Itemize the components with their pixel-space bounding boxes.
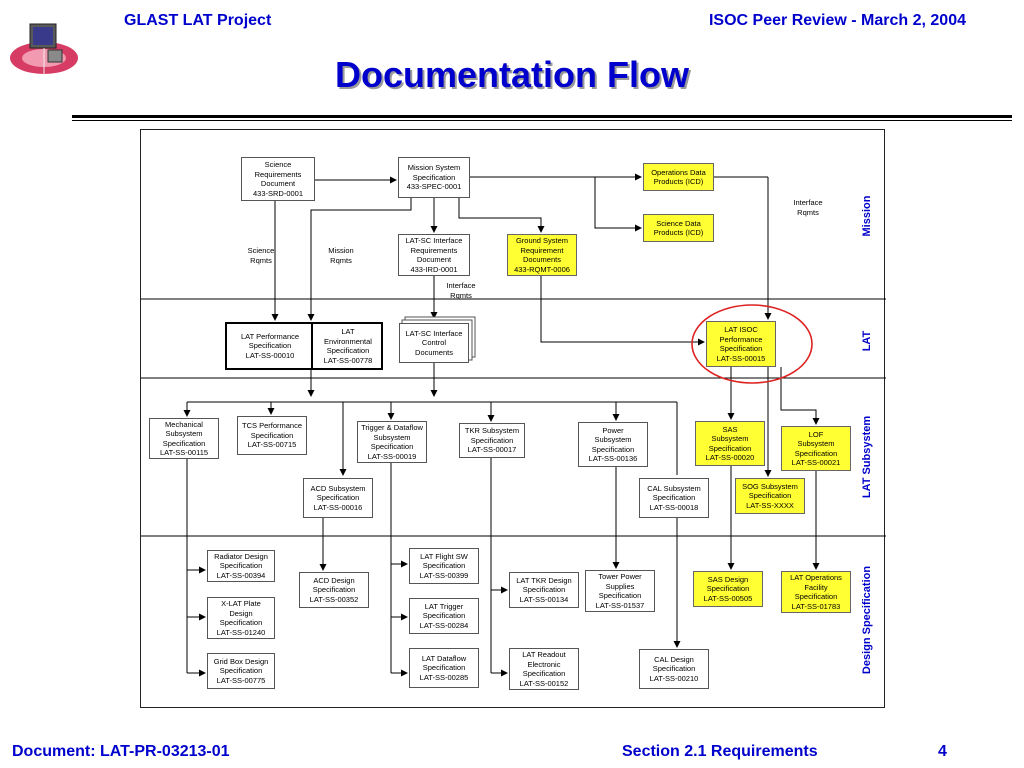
srd-box: Science Requirements Document 433-SRD-00… [241,157,315,201]
glast-logo [10,23,78,74]
flow-arrow [780,367,820,425]
ops-data-box: Operations Data Products (ICD) [643,163,714,191]
acd-design-box: ACD Design Specification LAT-SS-00352 [299,572,369,608]
tower-power-box: Tower Power Supplies Specification LAT-S… [585,570,655,612]
tkr-design-box: LAT TKR Design Specification LAT-SS-0013… [509,572,579,608]
title-rule-thin [72,120,1012,121]
review-date: ISOC Peer Review - March 2, 2004 [708,12,966,29]
band-label-lat: LAT [861,330,873,352]
flow-arrow [540,276,705,346]
flow-arrow [594,177,642,232]
footer-document: Document: LAT-PR-03213-01 [12,743,230,760]
footer-page-number: 4 [938,743,947,760]
highlight-circle [691,304,813,384]
lat-dataflow-box: LAT Dataflow Specification LAT-SS-00285 [409,648,479,688]
lat-sc-ird-box: LAT-SC Interface Requirements Document 4… [398,234,470,276]
cal-subsystem-box: CAL Subsystem Specification LAT-SS-00018 [639,478,709,518]
readout-electronic-box: LAT Readout Electronic Specification LAT… [509,648,579,690]
science-rqmts-label: Science Rqmts [247,246,275,265]
radiator-design-box: Radiator Design Specification LAT-SS-003… [207,550,275,582]
lof-subsystem-box: LOF Subsystem Specification LAT-SS-00021 [781,426,851,471]
sci-data-box: Science Data Products (ICD) [643,214,714,242]
cal-design-box: CAL Design Specification LAT-SS-00210 [639,649,709,689]
grid-box-design-box: Grid Box Design Specification LAT-SS-007… [207,653,275,689]
tkr-subsystem-box: TKR Subsystem Specification LAT-SS-00017 [459,423,525,458]
flight-sw-box: LAT Flight SW Specification LAT-SS-00399 [409,548,479,584]
xlat-plate-box: X-LAT Plate Design Specification LAT-SS-… [207,597,275,639]
documentation-flow-diagram: Science Requirements Document 433-SRD-00… [140,129,886,708]
interface-rqmts-label-2: Interface Rqmts [793,198,823,217]
lat-perf-text: LAT Performance Specification LAT-SS-000… [240,331,300,360]
project-name: GLAST LAT Project [124,12,272,29]
sas-design-box: SAS Design Specification LAT-SS-00505 [693,571,763,607]
band-label-design-spec: Design Specification [861,565,873,675]
power-subsystem-box: Power Subsystem Specification LAT-SS-001… [578,422,648,467]
flow-arrow [458,198,545,233]
flow-arrow [307,198,412,321]
sog-subsystem-box: SOG Subsystem Specification LAT-SS-XXXX [735,478,805,514]
trigger-dataflow-box: Trigger & Dataflow Subsystem Specificati… [357,421,427,463]
mission-rqmts-label: Mission Rqmts [328,246,354,265]
lat-sc-icd-box: LAT-SC Interface Control Documents [399,323,469,363]
acd-subsystem-box: ACD Subsystem Specification LAT-SS-00016 [303,478,373,518]
tcs-performance-box: TCS Performance Specification LAT-SS-007… [237,416,307,455]
sas-subsystem-box: SAS Subsystem Specification LAT-SS-00020 [695,421,765,466]
lat-operations-box: LAT Operations Facility Specification LA… [781,571,851,613]
page-title: Documentation Flow [335,54,689,95]
isoc-performance-box: LAT ISOC Performance Specification LAT-S… [706,321,776,367]
interface-rqmts-label: Interface Rqmts [446,281,476,300]
mechanical-subsystem-box: Mechanical Subsystem Specification LAT-S… [149,418,219,459]
ground-system-box: Ground System Requirement Documents 433-… [507,234,577,276]
band-label-lat-subsystem: LAT Subsystem [861,415,873,499]
band-label-mission: Mission [861,195,873,237]
lat-perf-group: LAT Performance Specification LAT-SS-000… [225,322,383,370]
footer-section: Section 2.1 Requirements [622,743,818,760]
title-rule-thick [72,115,1012,118]
lat-env-box: LAT Environmental Specification LAT-SS-0… [311,322,383,370]
lat-trigger-box: LAT Trigger Specification LAT-SS-00284 [409,598,479,634]
mission-spec-box: Mission System Specification 433-SPEC-00… [398,157,470,198]
